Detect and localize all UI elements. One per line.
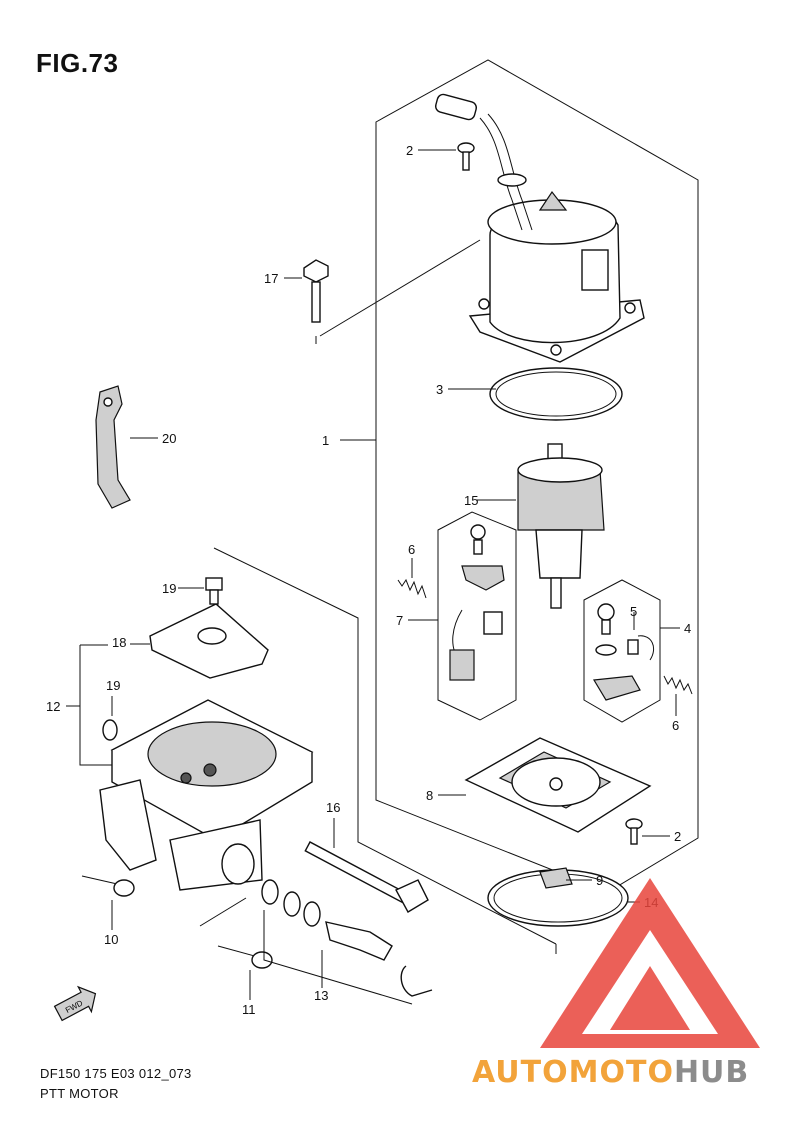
callout-6-a: 6 [408, 542, 415, 557]
callout-4: 4 [684, 621, 691, 636]
motor-cable [435, 93, 533, 231]
brush-group-4-box [583, 579, 661, 723]
spring-6-b [663, 675, 693, 695]
cover-13 [149, 603, 269, 679]
callout-8: 8 [426, 788, 433, 803]
bolt-19-a [81, 875, 135, 897]
callout-12: 12 [46, 699, 60, 714]
assembly-outline-1 [375, 59, 699, 893]
callout-13: 18 [112, 635, 126, 650]
watermark-text: AUTOMOTOHUB [472, 1055, 749, 1090]
pin-15 [205, 577, 223, 605]
end-plate-8 [464, 737, 652, 833]
fwd-arrow: FWD [53, 985, 97, 1022]
motor-housing [468, 190, 645, 363]
callout-17: 19 [106, 678, 120, 693]
callout-19-a: 10 [104, 932, 118, 947]
brush-holder-4 [593, 603, 654, 701]
o-ring-17 [102, 719, 118, 741]
callout-9: 15 [464, 493, 478, 508]
bolt-18 [304, 841, 429, 913]
callout-14: 13 [314, 988, 328, 1003]
callout-15: 19 [162, 581, 176, 596]
o-ring-3 [489, 367, 623, 421]
spring-6-a [397, 578, 427, 599]
callout-5: 5 [630, 604, 637, 619]
callout-6-b: 6 [672, 718, 679, 733]
callout-2-bottom: 2 [674, 829, 681, 844]
frame-line-left [213, 547, 557, 945]
watermark-text-part2: HUB [674, 1055, 749, 1090]
callout-11: 17 [264, 271, 278, 286]
callout-3: 3 [436, 382, 443, 397]
bolt-19-b [217, 945, 273, 969]
bracket-20 [95, 385, 131, 509]
screw-2-top [457, 142, 475, 171]
callout-1: 1 [322, 433, 329, 448]
pump-body [99, 699, 314, 891]
figure-code: DF150 175 E03 012_073 [40, 1066, 192, 1081]
callout-18: 16 [326, 800, 340, 815]
washer-10 [539, 867, 573, 889]
watermark-logo [540, 878, 760, 1048]
armature-9 [517, 443, 605, 609]
watermark-triangle-core [610, 966, 690, 1030]
brush-holder-7 [449, 524, 505, 681]
frame-line-bolt [199, 897, 247, 927]
pump-group-12-bracket [79, 644, 112, 766]
figure-title: FIG.73 [36, 48, 119, 78]
callout-20: 20 [162, 431, 176, 446]
watermark-text-part1: AUTOMOTO [472, 1055, 674, 1090]
screw-2-bottom [625, 818, 643, 845]
callout-7: 7 [396, 613, 403, 628]
bolt-11 [303, 239, 481, 344]
figure-name: PTT MOTOR [40, 1086, 119, 1101]
callout-2-top: 2 [406, 143, 413, 158]
brush-group-7-box [437, 511, 517, 721]
callout-19-b: 11 [242, 1002, 256, 1017]
valve-group-14 [261, 879, 433, 1005]
callout-10: 9 [596, 873, 603, 888]
